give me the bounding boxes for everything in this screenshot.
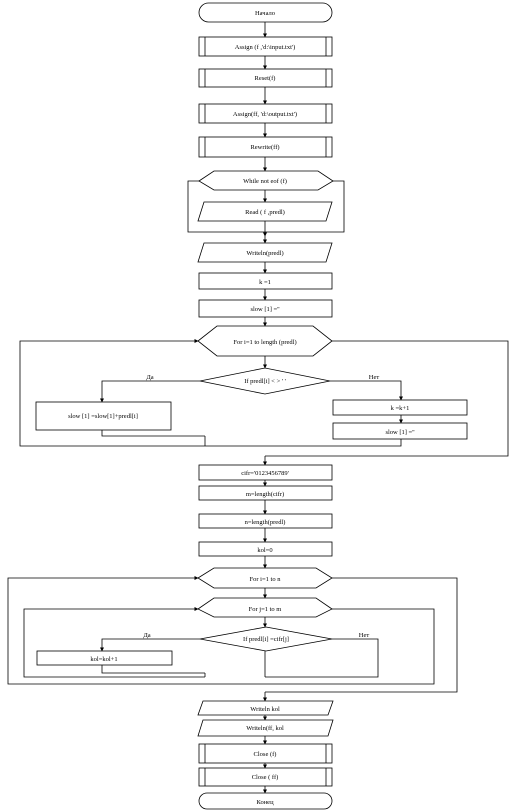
- read-label: Read ( f ,predl): [245, 209, 285, 216]
- writeln-kol-label: Writeln kol: [250, 706, 280, 713]
- kol-init-label: kol=0: [257, 547, 272, 554]
- k-init-label: k =1: [259, 279, 271, 286]
- while-label: While not eof (f): [243, 178, 287, 185]
- close-ff-process: Close ( ff): [198, 767, 333, 787]
- if-digit-yes-label: Да: [143, 632, 150, 639]
- writeln-ff-kol-io: Writeln(ff, kol: [197, 719, 334, 737]
- kol-inc-label: kol=kol+1: [90, 656, 117, 663]
- writeln-predl-label: Writeln(predl): [246, 250, 283, 257]
- if-space-decision: If predl[i] < > ' ': [199, 367, 331, 395]
- start-terminator: Начало: [198, 2, 333, 23]
- reset-label: Reset(f): [255, 75, 276, 82]
- k-inc-process: k =k+1: [332, 399, 468, 416]
- slow-init-label: slow [1] ='': [250, 306, 279, 313]
- for-j-m-hexagon: For j=1 to m: [197, 597, 333, 618]
- for-i-n-hexagon: For i=1 to n: [197, 567, 333, 589]
- if-digit-decision: If predl[i] =cifr[j]: [199, 626, 333, 652]
- rewrite-label: Rewrite(ff): [250, 144, 279, 151]
- if-space-yes-label: Да: [146, 374, 153, 381]
- n-length-label: n=length(predl): [245, 519, 286, 526]
- kol-init-process: kol=0: [198, 541, 333, 557]
- end-label: Конец: [256, 799, 274, 806]
- assign-input-process: Assign (f ,'d:\input.txt'): [198, 36, 333, 57]
- cifr-label: cifr='0123456789': [241, 470, 289, 477]
- for-j-m-label: For j=1 to m: [249, 606, 282, 613]
- n-length-process: n=length(predl): [198, 513, 333, 529]
- writeln-predl-io: Writeln(predl): [197, 242, 333, 263]
- read-io: Read ( f ,predl): [197, 201, 333, 222]
- assign-output-process: Assign(ff, 'd:\output.txt'): [198, 103, 333, 124]
- if-space-no-label: Нет: [369, 374, 380, 381]
- slow-concat-label: slow [1] =slow[1]+predl[i]: [68, 413, 138, 420]
- k-init-process: k =1: [198, 272, 333, 290]
- close-f-process: Close (f): [198, 743, 333, 764]
- if-digit-no-label: Нет: [359, 632, 370, 639]
- assign-output-label: Assign(ff, 'd:\output.txt'): [233, 111, 297, 118]
- start-label: Начало: [255, 10, 275, 17]
- connectors: [7, 22, 509, 794]
- end-terminator: Конец: [198, 792, 333, 810]
- for-i-n-label: For i=1 to n: [250, 576, 282, 583]
- writeln-kol-io: Writeln kol: [197, 700, 334, 716]
- reset-process: Reset(f): [198, 68, 333, 88]
- if-digit-label: If predl[i] =cifr[j]: [243, 636, 289, 643]
- while-loop-hexagon: While not eof (f): [198, 170, 334, 191]
- m-length-label: m=length(cifr): [246, 491, 284, 498]
- for-length-label: For i=1 to length (predl): [233, 339, 296, 346]
- assign-input-label: Assign (f ,'d:\input.txt'): [235, 44, 295, 51]
- if-space-label: If predl[i] < > ' ': [244, 378, 286, 385]
- slow-concat-process: slow [1] =slow[1]+predl[i]: [35, 401, 172, 431]
- slow-reset-process: slow [1] ='': [332, 422, 468, 440]
- slow-reset-label: slow [1] ='': [385, 429, 414, 436]
- cifr-process: cifr='0123456789': [198, 464, 333, 481]
- writeln-ff-kol-label: Writeln(ff, kol: [246, 725, 284, 732]
- rewrite-process: Rewrite(ff): [198, 136, 333, 158]
- close-ff-label: Close ( ff): [252, 774, 279, 781]
- k-inc-label: k =k+1: [391, 405, 410, 412]
- kol-inc-process: kol=kol+1: [36, 650, 173, 666]
- slow-init-process: slow [1] ='': [198, 299, 333, 318]
- close-f-label: Close (f): [254, 751, 277, 758]
- for-length-hexagon: For i=1 to length (predl): [197, 325, 333, 357]
- m-length-process: m=length(cifr): [198, 485, 333, 501]
